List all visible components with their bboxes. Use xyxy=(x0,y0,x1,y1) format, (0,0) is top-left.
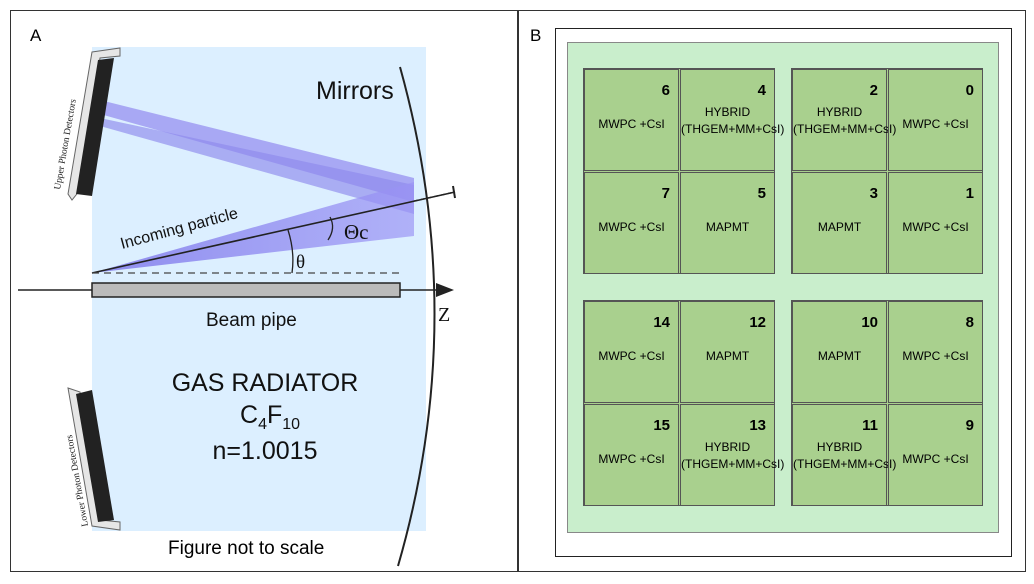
cell-detector-type: MWPC +CsI xyxy=(902,349,969,363)
particle-track xyxy=(91,191,456,274)
cell-detector-type: HYBRID (THGEM+MM+CsI) xyxy=(793,440,897,471)
cell-number: 9 xyxy=(965,417,974,434)
cell-number: 14 xyxy=(653,314,670,331)
cell-number: 15 xyxy=(653,417,670,434)
cell-number: 6 xyxy=(661,82,670,99)
panel-b-frame xyxy=(518,10,1026,572)
z-axis-label: Z xyxy=(438,304,450,326)
cell-number: 11 xyxy=(862,417,878,434)
cell-detector-type: MWPC +CsI xyxy=(598,117,665,131)
cell-detector-type: HYBRID (THGEM+MM+CsI) xyxy=(793,105,897,136)
panel-a-frame xyxy=(10,10,518,572)
z-axis-arrowhead xyxy=(436,283,454,297)
beam-pipe-label: Beam pipe xyxy=(206,310,297,331)
cell-detector-type: MWPC +CsI xyxy=(598,220,665,234)
theta-label: θ xyxy=(296,252,305,273)
cell-detector-type: MWPC +CsI xyxy=(902,452,969,466)
cherenkov-cone xyxy=(92,182,414,273)
quadrant-bottom-left xyxy=(583,300,775,506)
cell-detector-type: MAPMT xyxy=(817,220,862,234)
cell-number: 2 xyxy=(869,82,878,99)
cell-number: 12 xyxy=(749,314,766,331)
particle-track-tick xyxy=(452,185,456,199)
quadrant-top-right xyxy=(791,68,983,274)
beam-pipe xyxy=(91,282,401,298)
radiator-formula: C4F10 xyxy=(240,401,300,433)
cell-detector-type: HYBRID (THGEM+MM+CsI) xyxy=(681,440,785,471)
theta-c-label: Θc xyxy=(344,220,369,244)
cell-number: 13 xyxy=(749,417,766,434)
mirror-arc xyxy=(397,66,436,567)
cell-number: 4 xyxy=(757,82,766,99)
cell-detector-type: MAPMT xyxy=(817,349,862,363)
lower-detector-frame xyxy=(67,387,121,531)
cell-number: 5 xyxy=(757,185,766,202)
refractive-index-label: n=1.0015 xyxy=(213,437,318,465)
quadrant-top-left xyxy=(583,68,775,274)
cell-number: 3 xyxy=(869,185,878,202)
theta-c-arc xyxy=(327,216,334,241)
reflected-photon-band-2 xyxy=(100,118,414,214)
cell-number: 7 xyxy=(661,185,670,202)
cell-detector-type: MWPC +CsI xyxy=(902,220,969,234)
panel-b-letter: B xyxy=(530,26,542,45)
cell-detector-type: MWPC +CsI xyxy=(598,452,665,466)
theta-arc xyxy=(287,229,294,274)
gas-radiator-label: GAS RADIATOR xyxy=(172,369,359,397)
figure-caption: Figure not to scale xyxy=(168,538,325,559)
cell-detector-type: MAPMT xyxy=(705,349,750,363)
cell-detector-type: MWPC +CsI xyxy=(598,349,665,363)
cell-detector-type: MWPC +CsI xyxy=(902,117,969,131)
cell-detector-type: HYBRID (THGEM+MM+CsI) xyxy=(681,105,785,136)
lower-photon-detector xyxy=(76,390,114,522)
cell-number: 10 xyxy=(861,314,878,331)
mirrors-label: Mirrors xyxy=(316,77,394,105)
quadrant-bottom-right xyxy=(791,300,983,506)
cell-number: 1 xyxy=(965,185,974,202)
cell-number: 8 xyxy=(965,314,974,331)
cell-detector-type: MAPMT xyxy=(705,220,750,234)
upper-photon-detector xyxy=(76,58,114,196)
panel-a-letter: A xyxy=(30,26,42,45)
cell-number: 0 xyxy=(965,82,974,99)
